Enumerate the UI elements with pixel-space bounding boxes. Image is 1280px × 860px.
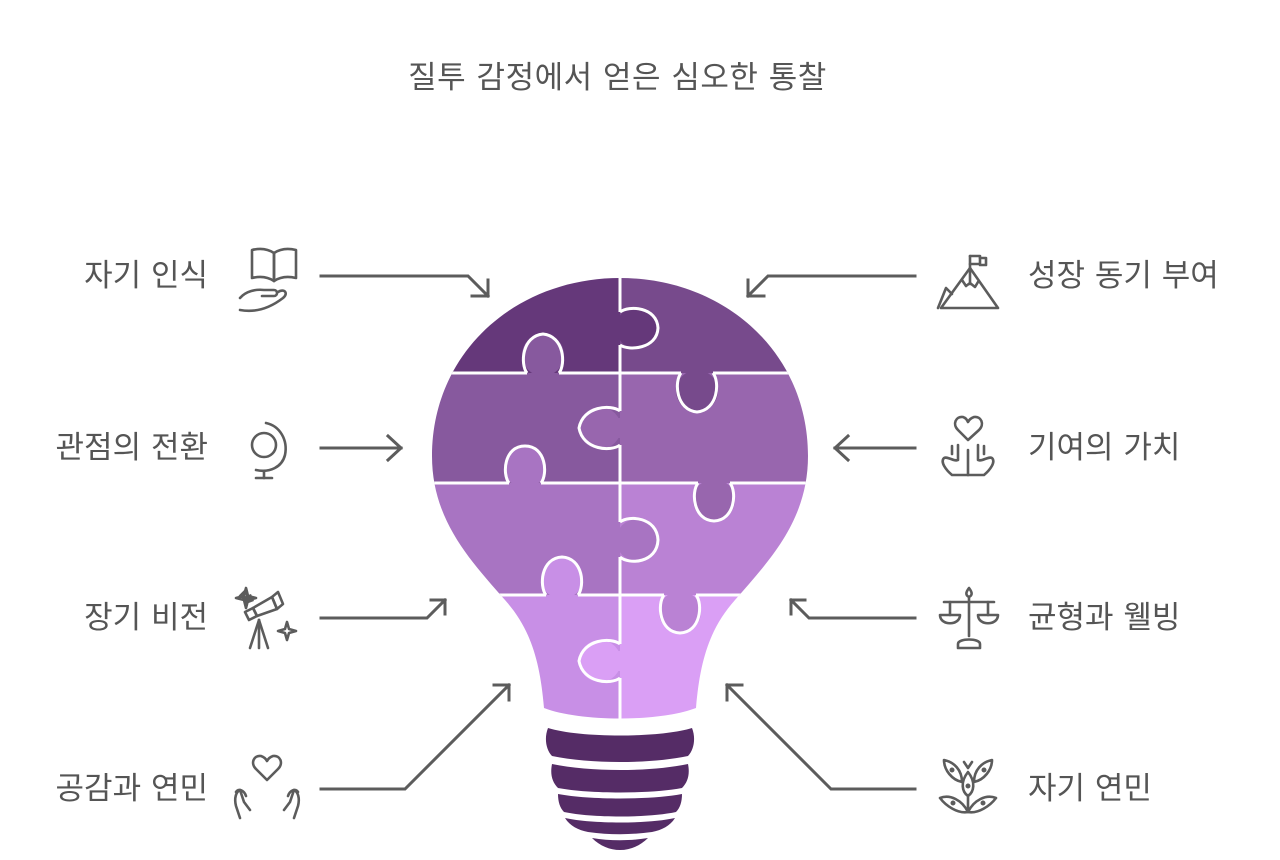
- puzzle-piece-5: [432, 483, 620, 595]
- label-perspective-shift: 관점의 전환: [55, 430, 208, 466]
- label-long-term-vision: 장기 비전: [84, 600, 208, 636]
- label-value-of-contribution: 기여의 가치: [1028, 430, 1181, 466]
- arrow-growth-motivation: [745, 274, 917, 299]
- diagram-title: 질투 감정에서 얻은 심오한 통찰: [408, 60, 827, 96]
- arrow-long-term-vision: [319, 597, 448, 620]
- label-empathy-compassion: 공감과 연민: [55, 771, 208, 807]
- balance-scale-icon: [938, 586, 1000, 650]
- lightbulb-puzzle: [432, 278, 808, 719]
- mountain-flag-icon: [936, 254, 1000, 310]
- arrow-perspective-shift: [319, 433, 404, 463]
- puzzle-piece-4: [620, 373, 808, 483]
- puzzle-piece-1: [432, 278, 620, 373]
- arrow-empathy: [319, 682, 512, 791]
- arrow-value-of-contribution: [832, 433, 917, 463]
- telescope-icon: [234, 586, 298, 650]
- heart-hands-icon: [233, 754, 301, 820]
- label-balance-wellbeing: 균형과 웰빙: [1028, 600, 1181, 636]
- puzzle-piece-8: [620, 595, 808, 719]
- label-growth-motivation: 성장 동기 부여: [1028, 258, 1219, 294]
- arrow-self-awareness: [319, 274, 491, 299]
- globe-icon: [250, 421, 287, 480]
- open-book-hand-icon: [238, 247, 298, 313]
- arrow-self-compassion: [724, 682, 917, 791]
- label-self-compassion: 자기 연민: [1028, 771, 1152, 807]
- plant-leaves-icon: [938, 758, 998, 814]
- lightbulb-base: [545, 728, 695, 850]
- hands-heart-icon: [941, 415, 995, 477]
- arrow-balance-wellbeing: [788, 597, 917, 620]
- label-self-awareness: 자기 인식: [84, 258, 208, 294]
